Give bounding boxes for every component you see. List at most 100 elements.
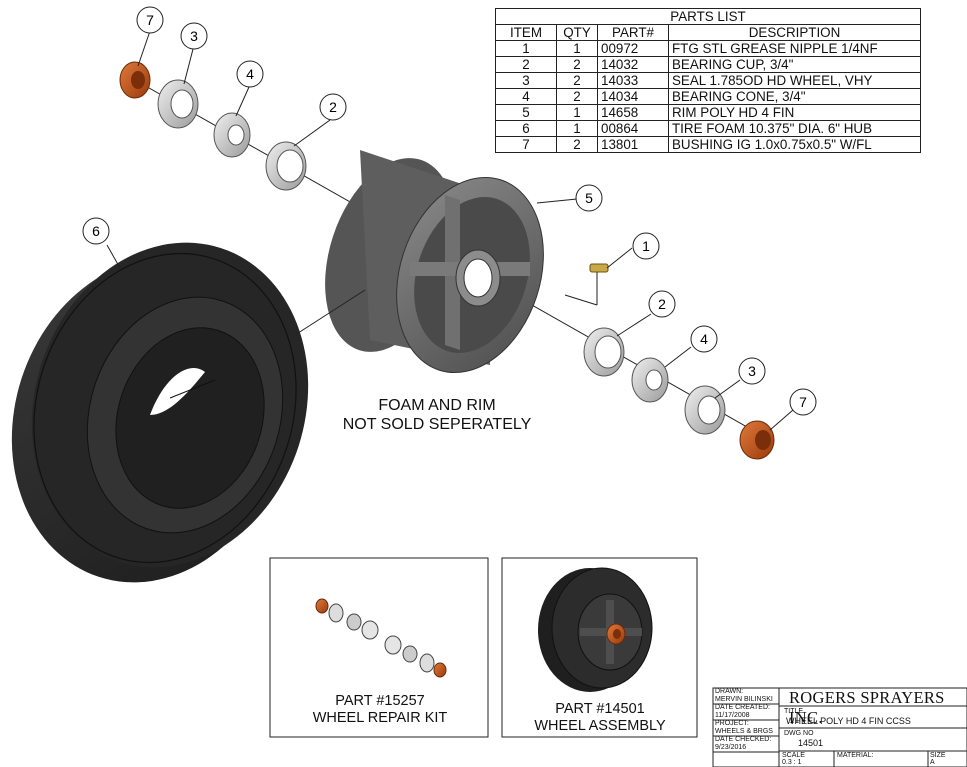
parts-list-caption-row: PARTS LIST bbox=[495, 8, 921, 25]
balloon-4-right: 4 bbox=[690, 325, 718, 353]
part-number-cell: 13801 bbox=[597, 136, 669, 153]
bearing-cup-right bbox=[583, 327, 625, 377]
balloon-2-right: 2 bbox=[648, 290, 676, 318]
balloon-7-left: 7 bbox=[136, 6, 164, 34]
wheel-assembly-box bbox=[501, 557, 698, 738]
qty-cell: 2 bbox=[556, 72, 598, 89]
part-number-cell: 14658 bbox=[597, 104, 669, 121]
table-row: 5 1 14658 RIM POLY HD 4 FIN bbox=[495, 104, 921, 121]
wheel-assembly-name: WHEEL ASSEMBLY bbox=[534, 718, 666, 734]
parts-list-header-row: ITEM QTY PART# DESCRIPTION bbox=[495, 24, 921, 41]
part-number-cell: 00864 bbox=[597, 120, 669, 137]
foam-and-rim-note: FOAM AND RIM NOT SOLD SEPERATELY bbox=[318, 396, 556, 434]
column-header-description: DESCRIPTION bbox=[668, 24, 921, 41]
project-value: WHEELS & BRGS bbox=[715, 728, 773, 735]
description-cell: BEARING CONE, 3/4" bbox=[668, 88, 921, 105]
description-cell: TIRE FOAM 10.375" DIA. 6" HUB bbox=[668, 120, 921, 137]
table-row: 1 1 00972 FTG STL GREASE NIPPLE 1/4NF bbox=[495, 40, 921, 57]
column-header-item: ITEM bbox=[495, 24, 557, 41]
repair-kit-label: PART #15257 WHEEL REPAIR KIT bbox=[280, 693, 480, 727]
bushing-right bbox=[739, 420, 775, 460]
description-cell: RIM POLY HD 4 FIN bbox=[668, 104, 921, 121]
wheel-assembly-label: PART #14501 WHEEL ASSEMBLY bbox=[505, 701, 695, 735]
item-cell: 7 bbox=[495, 136, 557, 153]
note-line-1: FOAM AND RIM bbox=[378, 397, 496, 414]
repair-kit-name: WHEEL REPAIR KIT bbox=[312, 710, 448, 726]
date-created-label: DATE CREATED: bbox=[715, 704, 770, 711]
description-cell: BEARING CUP, 3/4" bbox=[668, 56, 921, 73]
drawn-label: DRAWN: bbox=[715, 688, 744, 695]
table-row: 7 2 13801 BUSHING IG 1.0x0.75x0.5" W/FL bbox=[495, 136, 921, 153]
drawn-value: MERVIN BILINSKI bbox=[715, 696, 773, 703]
scale-value: 0.3 : 1 bbox=[782, 759, 802, 766]
svg-text:4: 4 bbox=[700, 331, 708, 347]
table-row: 3 2 14033 SEAL 1.785OD HD WHEEL, VHY bbox=[495, 72, 921, 89]
qty-cell: 2 bbox=[556, 88, 598, 105]
repair-kit-box bbox=[269, 557, 489, 738]
balloon-6: 6 bbox=[82, 217, 110, 245]
description-cell: FTG STL GREASE NIPPLE 1/4NF bbox=[668, 40, 921, 57]
svg-text:1: 1 bbox=[642, 238, 650, 254]
item-cell: 6 bbox=[495, 120, 557, 137]
parts-list-caption: PARTS LIST bbox=[495, 8, 921, 25]
svg-text:7: 7 bbox=[146, 12, 154, 28]
qty-cell: 1 bbox=[556, 104, 598, 121]
part-number-cell: 14032 bbox=[597, 56, 669, 73]
item-cell: 5 bbox=[495, 104, 557, 121]
item-cell: 2 bbox=[495, 56, 557, 73]
balloon-3-right: 3 bbox=[738, 357, 766, 385]
grease-nipple bbox=[564, 263, 609, 306]
table-row: 2 2 14032 BEARING CUP, 3/4" bbox=[495, 56, 921, 73]
qty-cell: 2 bbox=[556, 136, 598, 153]
project-label: PROJECT: bbox=[715, 720, 749, 727]
svg-text:3: 3 bbox=[748, 363, 756, 379]
table-row: 6 1 00864 TIRE FOAM 10.375" DIA. 6" HUB bbox=[495, 120, 921, 137]
balloon-5: 5 bbox=[575, 184, 603, 212]
svg-text:2: 2 bbox=[658, 296, 666, 312]
wheel-assembly-icon bbox=[538, 567, 653, 692]
wheel-assembly-part-number: PART #14501 bbox=[555, 701, 645, 717]
bearing-cone-left bbox=[213, 112, 251, 158]
company-name: ROGERS SPRAYERS INC. bbox=[789, 688, 945, 727]
svg-text:7: 7 bbox=[799, 394, 807, 410]
svg-text:4: 4 bbox=[246, 66, 254, 82]
repair-kit-parts-icon bbox=[315, 598, 447, 678]
balloon-1: 1 bbox=[632, 232, 660, 260]
item-cell: 4 bbox=[495, 88, 557, 105]
seal-left bbox=[157, 79, 199, 129]
balloon-2-left: 2 bbox=[319, 93, 347, 121]
date-created-value: 11/17/2008 bbox=[715, 712, 750, 719]
scale-label: SCALE bbox=[782, 752, 805, 759]
svg-text:2: 2 bbox=[329, 99, 337, 115]
balloon-leaders bbox=[106, 30, 794, 431]
part-number-cell: 00972 bbox=[597, 40, 669, 57]
title-label: TITLE bbox=[784, 708, 804, 715]
column-header-part: PART# bbox=[597, 24, 669, 41]
seal-right bbox=[684, 385, 726, 435]
size-value: A bbox=[930, 759, 935, 766]
bearing-cone-right bbox=[631, 357, 669, 403]
date-checked-label: DATE CHECKED: bbox=[715, 736, 772, 743]
balloon-4-left: 4 bbox=[236, 60, 264, 88]
parts-list-table: PARTS LIST ITEM QTY PART# DESCRIPTION 1 … bbox=[495, 8, 921, 153]
drawing-number: 14501 bbox=[798, 738, 824, 748]
size-label: SIZE bbox=[930, 752, 946, 759]
tire-foam bbox=[11, 242, 309, 583]
repair-kit-part-number: PART #15257 bbox=[335, 693, 425, 709]
bearing-cup-left bbox=[265, 141, 307, 191]
date-checked-value: 9/23/2016 bbox=[715, 744, 747, 751]
rim bbox=[325, 150, 544, 374]
qty-cell: 1 bbox=[556, 120, 598, 137]
part-number-cell: 14033 bbox=[597, 72, 669, 89]
balloon-7-right: 7 bbox=[789, 388, 817, 416]
item-cell: 3 bbox=[495, 72, 557, 89]
svg-text:3: 3 bbox=[190, 28, 198, 44]
svg-text:6: 6 bbox=[92, 223, 100, 239]
svg-text:5: 5 bbox=[585, 190, 593, 206]
table-row: 4 2 14034 BEARING CONE, 3/4" bbox=[495, 88, 921, 105]
title-block-frame bbox=[712, 687, 967, 767]
dwg-no-label: DWG NO bbox=[784, 730, 814, 737]
part-number-cell: 14034 bbox=[597, 88, 669, 105]
balloon-3-left: 3 bbox=[180, 22, 208, 50]
column-header-qty: QTY bbox=[556, 24, 598, 41]
